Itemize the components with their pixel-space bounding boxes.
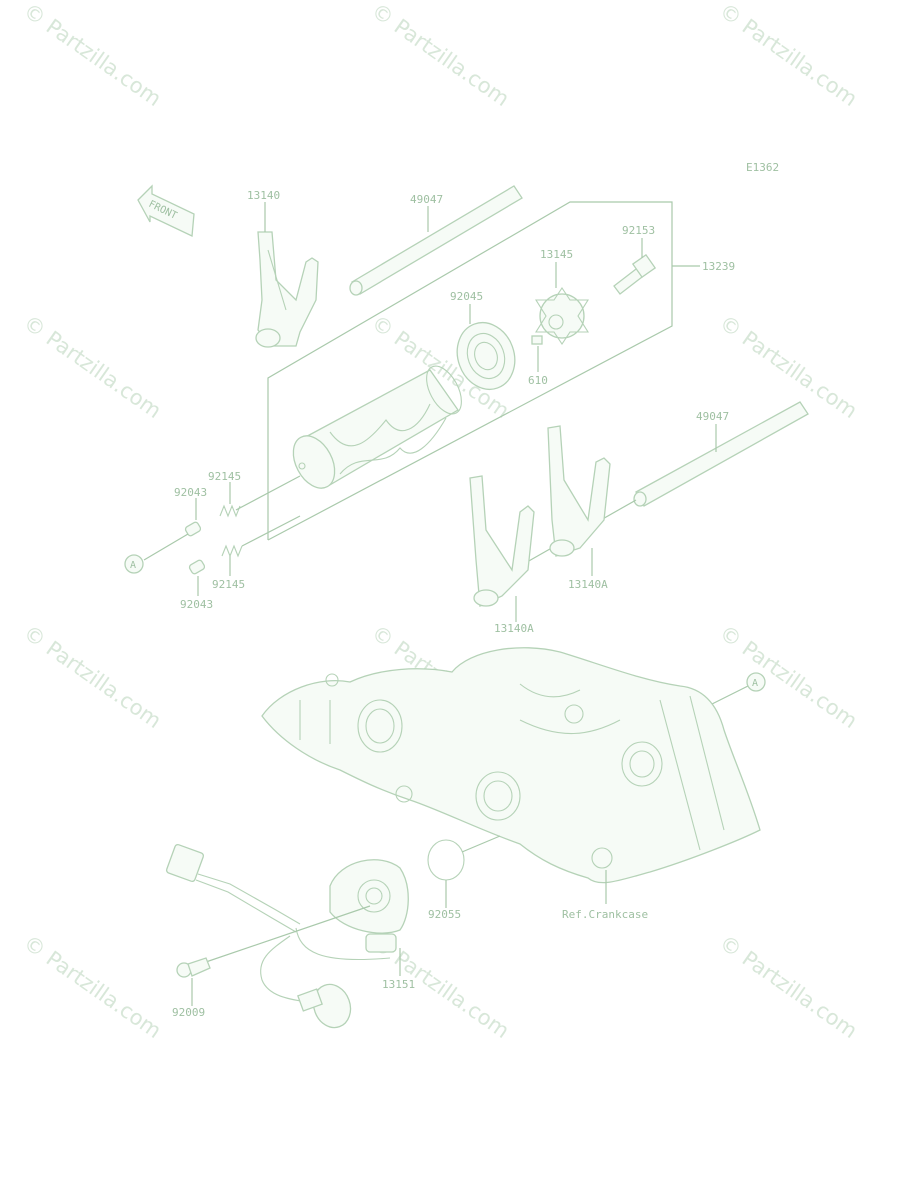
leader-ref-a-right (711, 685, 749, 705)
shift-drum (292, 365, 462, 489)
label-13140a-left: 13140A (494, 622, 534, 635)
gear-position-sensor-13151 (165, 843, 409, 1029)
label-13151: 13151 (382, 978, 415, 991)
ref-a-right (746, 672, 766, 692)
star-cam-13145 (535, 287, 589, 345)
shift-fork-13140 (255, 231, 319, 348)
label-92145-upper: 92145 (208, 470, 241, 483)
label-92145-lower: 92145 (212, 578, 245, 591)
label-ref-crankcase: Ref.Crankcase (562, 908, 648, 921)
shift-fork-13140a-left (469, 475, 535, 607)
pin-92043-upper (184, 521, 202, 537)
pin-610 (531, 335, 543, 345)
watermark: © Partzilla.com (19, 0, 166, 111)
label-92045: 92045 (450, 290, 483, 303)
watermark: © Partzilla.com (367, 0, 514, 111)
ref-a-left (124, 554, 144, 574)
watermark: © Partzilla.com (19, 310, 166, 423)
watermark-layer: © Partzilla.com © Partzilla.com © Partzi… (19, 0, 862, 1043)
label-13145: 13145 (540, 248, 573, 261)
watermark: © Partzilla.com (19, 930, 166, 1043)
watermark: © Partzilla.com (715, 310, 862, 423)
spring-92145-upper (219, 504, 241, 518)
label-13140a-right: 13140A (568, 578, 608, 591)
watermark: © Partzilla.com (19, 620, 166, 733)
leader-spring-upper (235, 475, 301, 511)
label-49047-lower: 49047 (696, 410, 729, 423)
label-610: 610 (528, 374, 548, 387)
label-92043-lower: 92043 (180, 598, 213, 611)
front-arrow-icon: FRONT (137, 184, 195, 237)
diagram-code: E1362 (746, 161, 779, 174)
crankcase (261, 647, 761, 884)
shift-fork-13140a-right (547, 425, 611, 557)
label-92043-upper: 92043 (174, 486, 207, 499)
bearing-92045 (456, 321, 516, 391)
label-49047-upper: 49047 (410, 193, 443, 206)
watermark: © Partzilla.com (715, 930, 862, 1043)
ref-a-left-label: A (130, 560, 136, 571)
label-13239: 13239 (702, 260, 735, 273)
watermark: © Partzilla.com (715, 620, 862, 733)
assembly-bracket (267, 201, 673, 541)
leader-spring-lower (241, 515, 301, 547)
bolt-92153 (613, 253, 657, 295)
label-92055: 92055 (428, 908, 461, 921)
shift-rod-49047-upper (349, 185, 523, 296)
leader-ref-a-left (143, 533, 189, 561)
label-92153: 92153 (622, 224, 655, 237)
pin-92043-lower (188, 559, 206, 575)
label-92009: 92009 (172, 1006, 205, 1019)
watermark: © Partzilla.com (715, 0, 862, 111)
label-13140: 13140 (247, 189, 280, 202)
shift-rod-49047-lower (633, 401, 809, 507)
ref-a-right-label: A (752, 678, 758, 689)
leader-bolt-sensor (199, 905, 371, 965)
bolt-92009 (176, 957, 211, 978)
spring-92145-lower (221, 544, 243, 558)
leader-oring-case (461, 835, 501, 853)
o-ring-92055 (427, 839, 465, 881)
